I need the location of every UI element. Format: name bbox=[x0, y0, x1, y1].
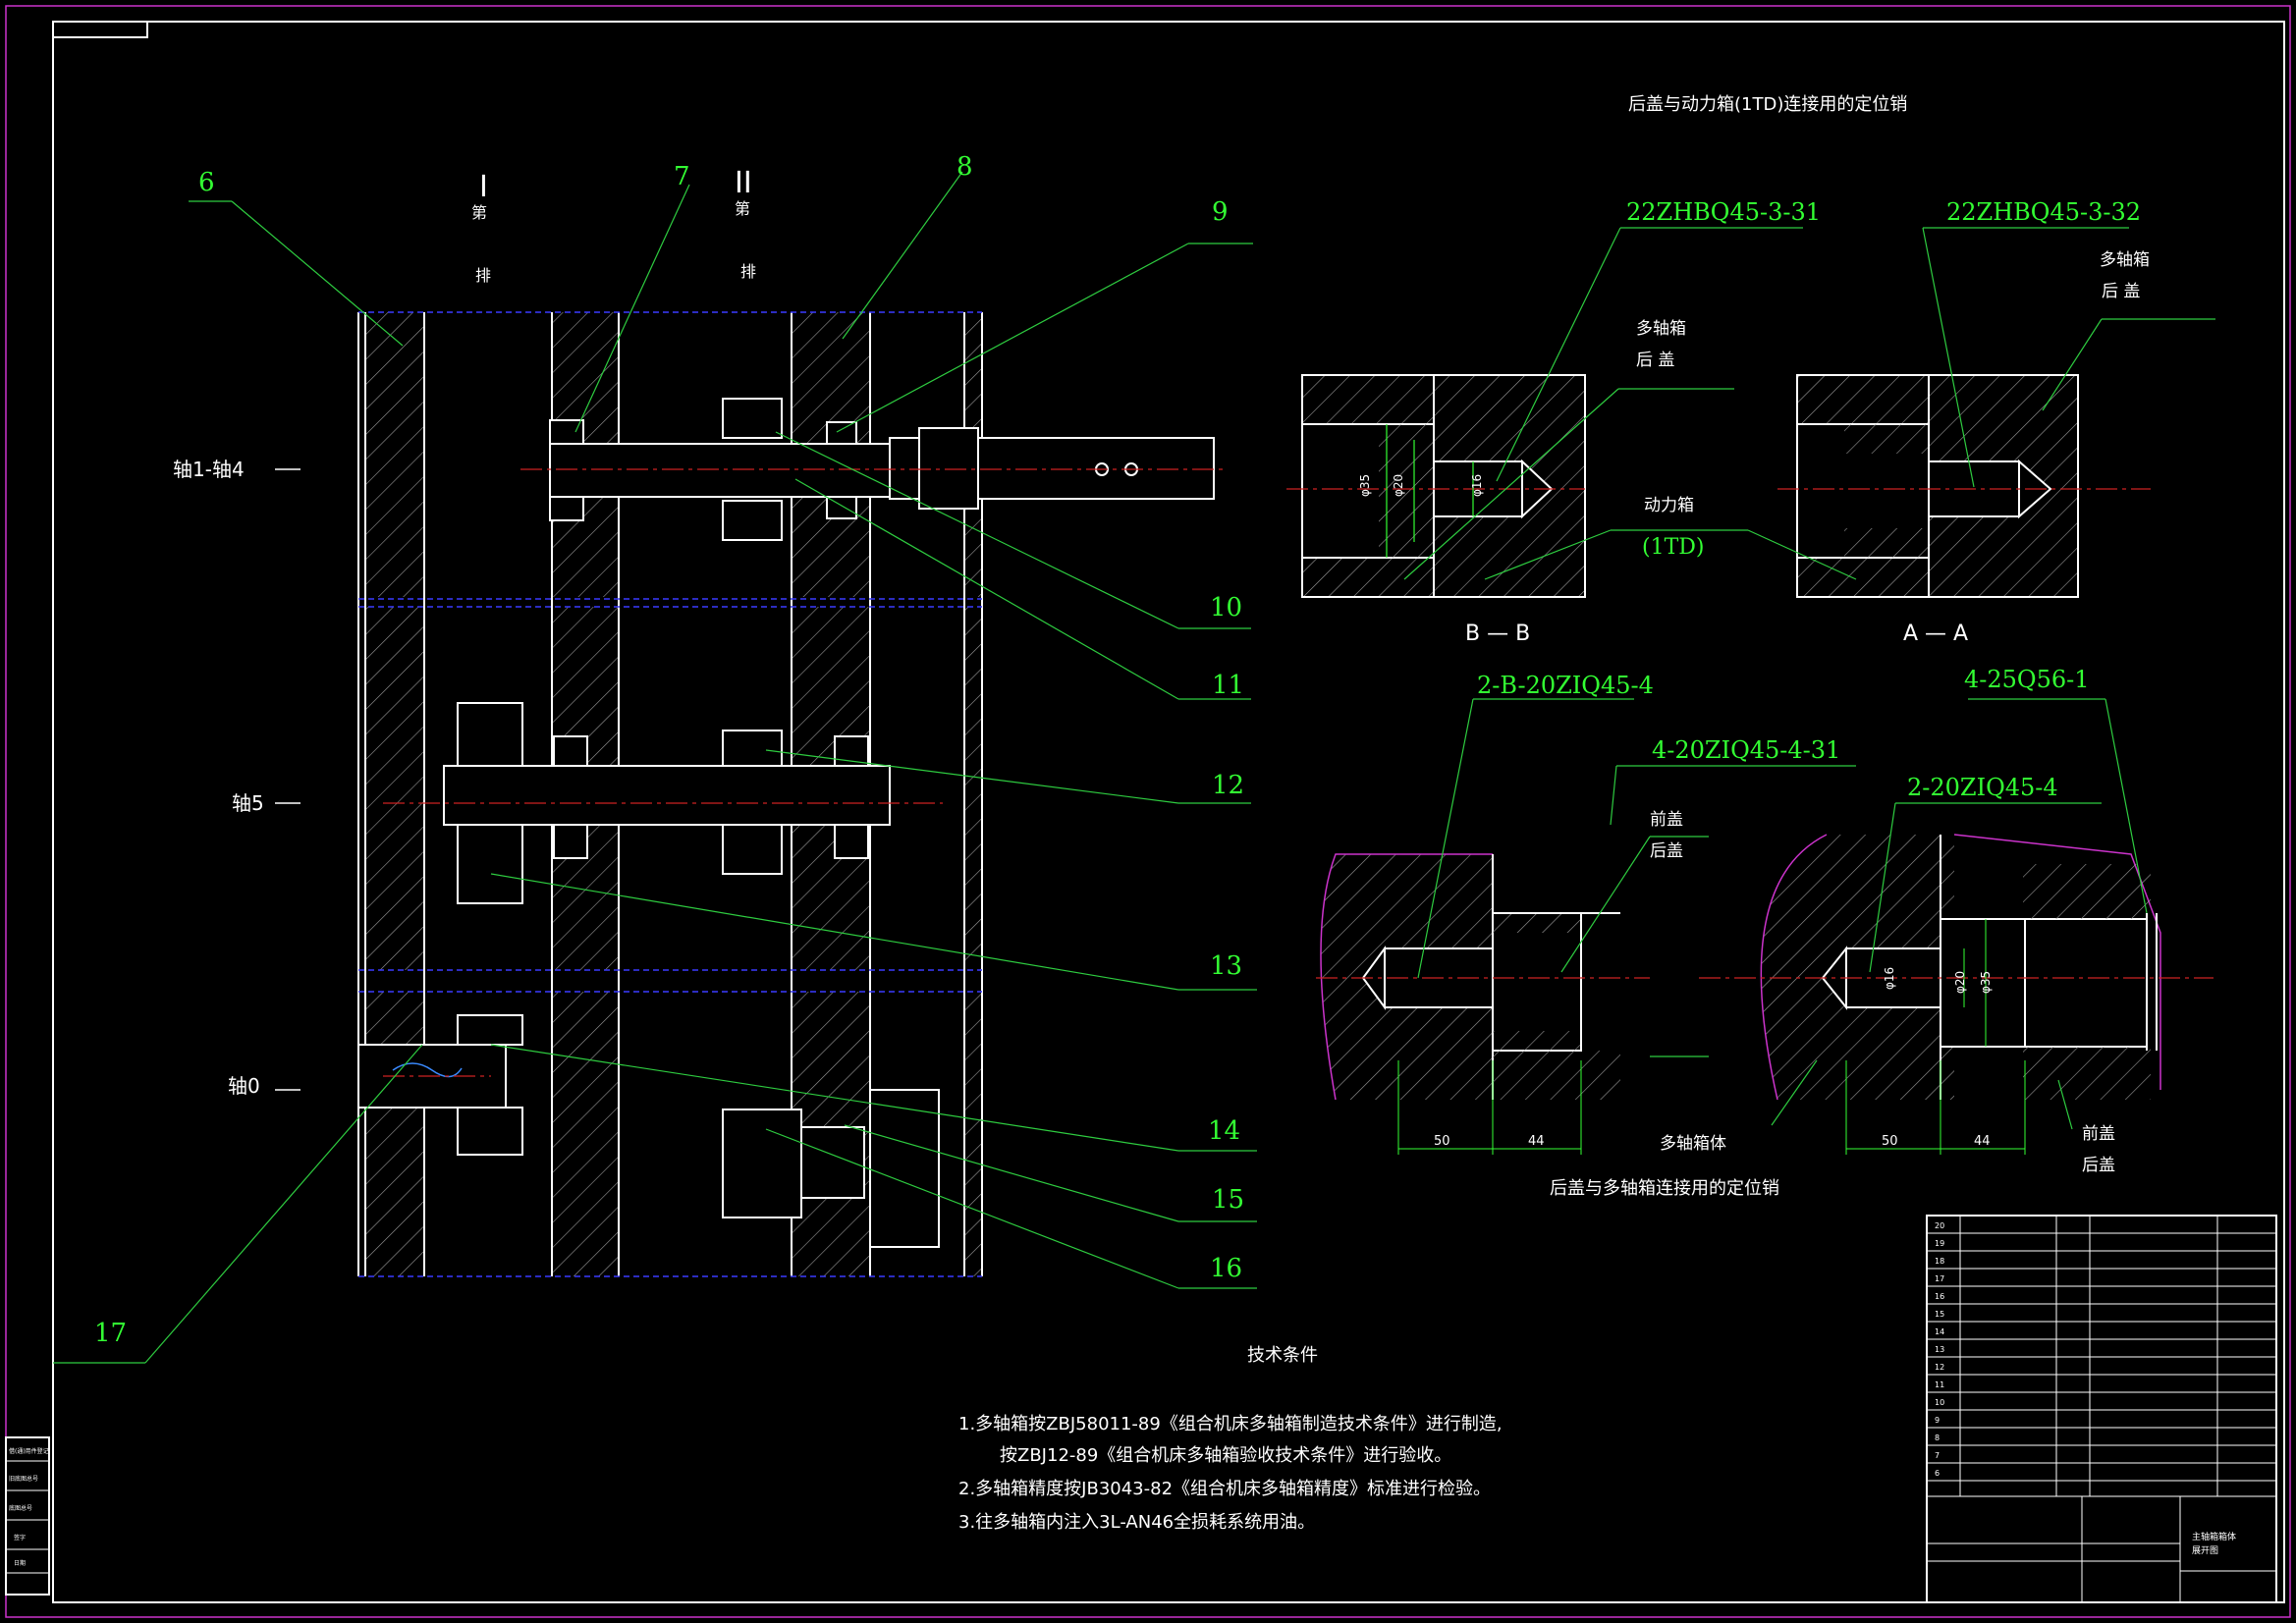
section-bb bbox=[1286, 374, 1586, 598]
label-duozhouxiangti: 多轴箱体 bbox=[1660, 1134, 1726, 1154]
label-duozhouxiang: 多轴箱 bbox=[1636, 319, 1686, 339]
strip-label: 日期 bbox=[14, 1559, 26, 1567]
bom-row: 13 bbox=[1935, 1345, 1944, 1354]
bom-row: 16 bbox=[1935, 1292, 1944, 1301]
part-code-6: 4-25Q56-1 bbox=[1964, 666, 2090, 693]
label-qiangai-2: 前盖 bbox=[2082, 1124, 2115, 1144]
bom-row: 10 bbox=[1935, 1398, 1944, 1407]
section-aa-label: A — A bbox=[1903, 622, 1968, 646]
row2-label-b: 排 bbox=[740, 262, 756, 281]
label-donglixiang: 动力箱 bbox=[1644, 496, 1694, 515]
section-aa bbox=[1777, 374, 2151, 598]
pin-detail-right bbox=[1699, 834, 2214, 1155]
dim-phi16: φ16 bbox=[1470, 474, 1484, 497]
shaft-label-0: 轴0 bbox=[228, 1074, 260, 1098]
strip-label: 底图总号 bbox=[9, 1504, 32, 1512]
pins-top-title: 后盖与动力箱(1TD)连接用的定位销 bbox=[1628, 94, 1907, 115]
label-duozhouxiang-2: 多轴箱 bbox=[2100, 250, 2150, 270]
bom-row: 11 bbox=[1935, 1380, 1944, 1389]
strip-label: 借(通)用件登记 bbox=[9, 1447, 49, 1455]
balloon-6: 6 bbox=[198, 168, 215, 197]
row1-label-a: 第 bbox=[471, 203, 487, 222]
tech-note-1: 1.多轴箱按ZBJ58011-89《组合机床多轴箱制造技术条件》进行制造, bbox=[958, 1414, 1503, 1434]
dim-50-left: 50 bbox=[1434, 1134, 1450, 1149]
row2-label-a: 第 bbox=[735, 199, 750, 218]
dim-phi35-b: φ35 bbox=[1979, 971, 1993, 994]
gearbox-section bbox=[53, 171, 1257, 1364]
bom-row: 9 bbox=[1935, 1416, 1940, 1425]
balloon-12: 12 bbox=[1212, 771, 1244, 800]
part-code-3: 2-B-20ZIQ45-4 bbox=[1477, 672, 1654, 699]
label-hougai-2: 后 盖 bbox=[2102, 282, 2140, 301]
balloon-8: 8 bbox=[957, 152, 973, 182]
balloon-11: 11 bbox=[1212, 671, 1244, 700]
balloon-14: 14 bbox=[1208, 1116, 1240, 1146]
balloon-10: 10 bbox=[1210, 593, 1242, 622]
tech-note-1b: 按ZBJ12-89《组合机床多轴箱验收技术条件》进行验收。 bbox=[1000, 1445, 1451, 1466]
tech-note-3: 3.往多轴箱内注入3L-AN46全损耗系统用油。 bbox=[958, 1512, 1315, 1533]
part-code-2: 22ZHBQ45-3-32 bbox=[1946, 198, 2141, 226]
dim-phi16-b: φ16 bbox=[1883, 967, 1896, 990]
pin-detail-left bbox=[1316, 853, 1650, 1155]
part-code-5: 2-20ZIQ45-4 bbox=[1907, 774, 2058, 801]
dim-phi20: φ20 bbox=[1392, 474, 1405, 497]
bom-row: 8 bbox=[1935, 1434, 1940, 1442]
bom-row: 6 bbox=[1935, 1469, 1940, 1478]
label-hougai-3: 后盖 bbox=[1650, 841, 1683, 861]
strip-label: 旧底图总号 bbox=[9, 1475, 38, 1483]
balloon-numbers: 6 7 8 9 10 11 12 13 14 15 16 17 bbox=[94, 152, 1244, 1348]
label-1td: (1TD) bbox=[1642, 535, 1704, 560]
part-code-1: 22ZHBQ45-3-31 bbox=[1626, 198, 1821, 226]
dim-phi20-b: φ20 bbox=[1953, 971, 1967, 994]
bom-row: 7 bbox=[1935, 1451, 1940, 1460]
part-code-4: 4-20ZIQ45-4-31 bbox=[1652, 736, 1840, 764]
tech-note-2: 2.多轴箱精度按JB3043-82《组合机床多轴箱精度》标准进行检验。 bbox=[958, 1479, 1491, 1499]
bom-row: 20 bbox=[1935, 1221, 1944, 1230]
bom-row: 15 bbox=[1935, 1310, 1944, 1319]
label-hougai-4: 后盖 bbox=[2082, 1156, 2115, 1175]
pins-bottom-title: 后盖与多轴箱连接用的定位销 bbox=[1550, 1178, 1779, 1199]
title-name-1: 主轴箱箱体 bbox=[2192, 1531, 2236, 1542]
shaft-label-1-4: 轴1-轴4 bbox=[173, 458, 245, 481]
title-name-2: 展开图 bbox=[2192, 1545, 2218, 1556]
shaft-5-assembly bbox=[443, 702, 891, 904]
bom-row: 18 bbox=[1935, 1257, 1944, 1266]
left-margin-strip: 借(通)用件登记 旧底图总号 底图总号 签字 日期 bbox=[5, 1436, 50, 1596]
balloon-13: 13 bbox=[1210, 951, 1242, 981]
label-qiangai: 前盖 bbox=[1650, 810, 1683, 830]
shaft-1-4-assembly bbox=[549, 398, 1215, 541]
bom-row: 14 bbox=[1935, 1327, 1944, 1336]
corner-box bbox=[52, 21, 148, 38]
tech-title: 技术条件 bbox=[1247, 1345, 1318, 1366]
outer-frame bbox=[5, 5, 2291, 1618]
dim-44-left: 44 bbox=[1528, 1134, 1545, 1149]
bom-row: 19 bbox=[1935, 1239, 1944, 1248]
shaft-label-5: 轴5 bbox=[232, 791, 264, 815]
dim-phi35: φ35 bbox=[1358, 474, 1372, 497]
dim-50-right: 50 bbox=[1882, 1134, 1898, 1149]
balloon-7: 7 bbox=[674, 162, 690, 191]
balloon-17: 17 bbox=[94, 1319, 127, 1348]
balloon-9: 9 bbox=[1212, 197, 1229, 227]
strip-label: 签字 bbox=[14, 1534, 26, 1542]
section-bb-label: B — B bbox=[1465, 622, 1530, 646]
label-hougai: 后 盖 bbox=[1636, 351, 1674, 370]
bom-table: 20 19 18 17 16 15 14 13 12 11 10 9 8 7 6… bbox=[1926, 1215, 2277, 1603]
row1-label-b: 排 bbox=[475, 266, 491, 285]
row1-number: I bbox=[479, 170, 488, 204]
balloon-16: 16 bbox=[1210, 1254, 1242, 1283]
row2-number: II bbox=[735, 166, 752, 200]
drawing-border bbox=[52, 21, 2285, 1603]
bom-row: 12 bbox=[1935, 1363, 1944, 1372]
balloon-15: 15 bbox=[1212, 1185, 1244, 1215]
dim-44-right: 44 bbox=[1974, 1134, 1991, 1149]
bom-row: 17 bbox=[1935, 1274, 1944, 1283]
